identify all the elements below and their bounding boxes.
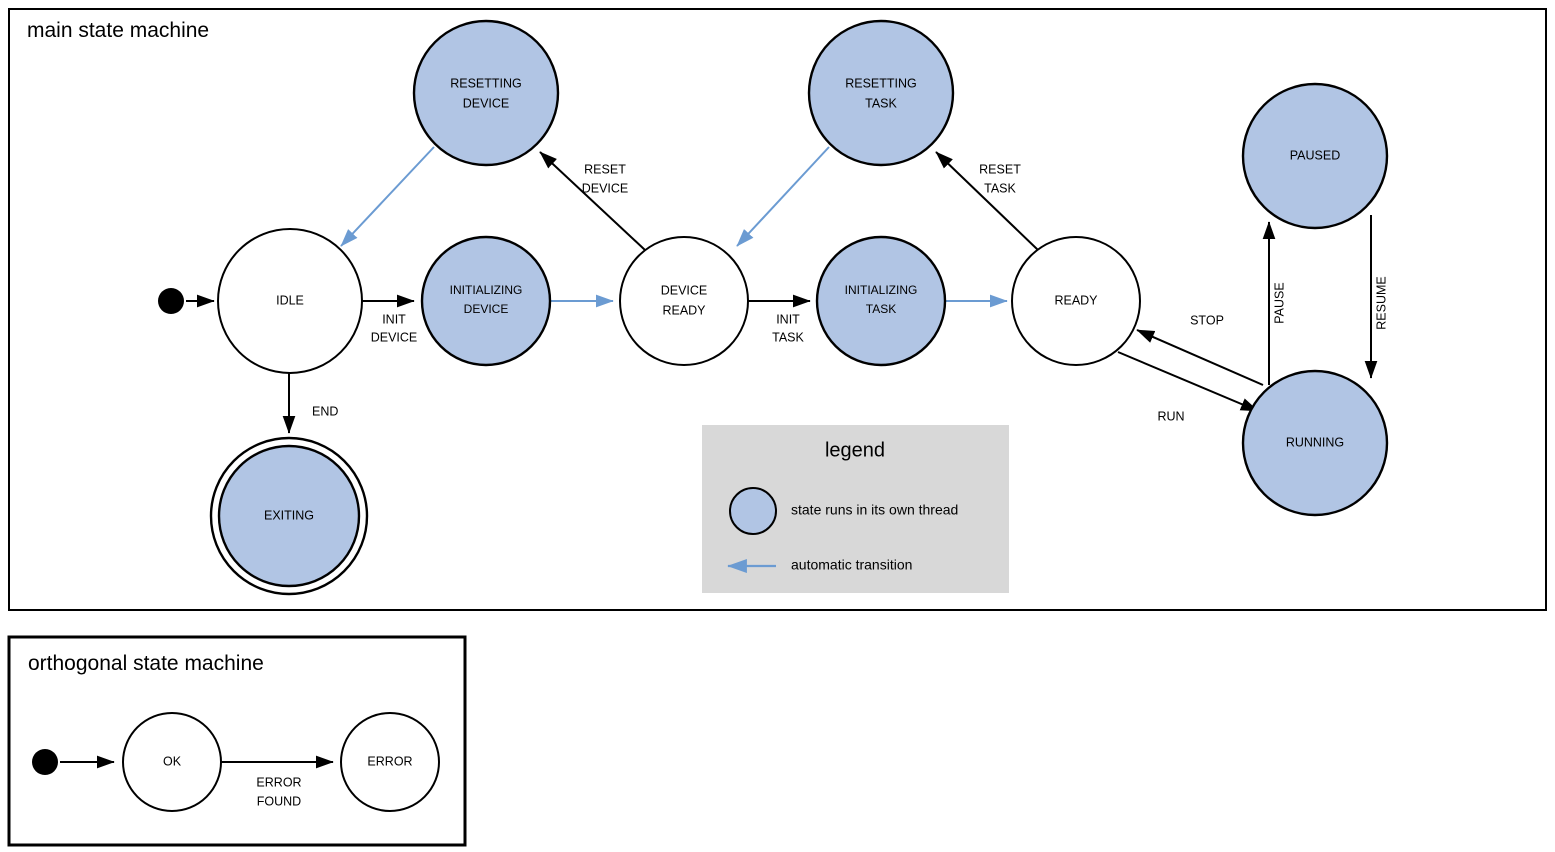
transition-device-ready-to-resetting-device xyxy=(539,151,646,251)
state-node-resetting-task[interactable]: RESETTING TASK xyxy=(807,19,955,167)
state-label-initializing-device-line2: DEVICE xyxy=(464,302,509,316)
state-label-initializing-task-line2: TASK xyxy=(866,302,896,316)
state-shape-error xyxy=(340,712,440,812)
transition-label-init-task-line2: TASK xyxy=(772,330,804,344)
state-node-error[interactable]: ERROR xyxy=(340,712,440,812)
state-node-initializing-task[interactable]: INITIALIZING TASK xyxy=(815,235,947,367)
state-shape-ok xyxy=(122,712,222,812)
state-node-device-ready[interactable]: DEVICE READY xyxy=(619,236,749,366)
state-node-ok[interactable]: OK xyxy=(122,712,222,812)
state-node-resetting-device[interactable]: RESETTING DEVICE xyxy=(412,19,560,167)
state-label-initializing-task-line1: INITIALIZING xyxy=(845,283,918,297)
state-label-ready: READY xyxy=(1054,293,1098,307)
state-label-device-ready-line1: DEVICE xyxy=(661,283,708,297)
state-label-initializing-device-line1: INITIALIZING xyxy=(450,283,523,297)
transition-label-reset-device-line1: RESET xyxy=(584,162,626,176)
main-state-machine-title: main state machine xyxy=(27,19,209,42)
transition-label-resume: RESUME xyxy=(1374,276,1388,329)
state-node-ready[interactable]: READY xyxy=(1011,236,1141,366)
legend-item-thread-state-text: state runs in its own thread xyxy=(791,502,958,518)
transition-resetting-task-to-device-ready xyxy=(736,146,830,247)
transition-label-reset-task-line1: RESET xyxy=(979,162,1021,176)
state-shape-resetting-device xyxy=(412,19,560,167)
state-label-device-ready-line2: READY xyxy=(662,303,706,317)
transition-label-stop: STOP xyxy=(1190,313,1224,327)
transition-label-init-device-line2: DEVICE xyxy=(371,330,418,344)
state-shape-paused xyxy=(1241,82,1389,230)
transition-label-error-found-line2: FOUND xyxy=(257,794,301,808)
state-shape-initializing-device xyxy=(420,235,552,367)
state-shape-idle xyxy=(217,228,363,374)
state-label-paused: PAUSED xyxy=(1290,148,1340,162)
state-shape-initializing-task xyxy=(815,235,947,367)
state-node-initializing-device[interactable]: INITIALIZING DEVICE xyxy=(420,235,552,367)
state-label-resetting-task-line1: RESETTING xyxy=(845,76,917,90)
initial-state-dot-main xyxy=(158,288,184,314)
state-label-idle: IDLE xyxy=(276,293,304,307)
state-node-paused[interactable]: PAUSED xyxy=(1241,82,1389,230)
transition-label-pause: PAUSE xyxy=(1272,282,1286,323)
orthogonal-state-machine-title: orthogonal state machine xyxy=(28,652,264,675)
transition-label-init-task-line1: INIT xyxy=(776,312,800,326)
state-shape-exiting xyxy=(217,444,361,588)
transition-label-end: END xyxy=(312,404,338,418)
state-node-exiting[interactable]: EXITING xyxy=(209,436,369,596)
transition-label-reset-device-line2: DEVICE xyxy=(582,181,629,195)
state-label-error: ERROR xyxy=(367,754,412,768)
state-label-resetting-device-line1: RESETTING xyxy=(450,76,522,90)
state-node-idle[interactable]: IDLE xyxy=(217,228,363,374)
legend-item-automatic-transition-text: automatic transition xyxy=(791,557,912,573)
transition-label-error-found-line1: ERROR xyxy=(256,775,301,789)
state-shape-running xyxy=(1241,369,1389,517)
transition-ready-to-resetting-task xyxy=(935,151,1039,251)
transition-label-init-device-line1: INIT xyxy=(382,312,406,326)
transition-resetting-device-to-idle xyxy=(340,146,435,247)
initial-state-dot-orthogonal xyxy=(32,749,58,775)
transition-label-run: RUN xyxy=(1157,409,1184,423)
transition-running-to-ready xyxy=(1136,329,1264,386)
state-label-running: RUNNING xyxy=(1286,435,1344,449)
legend-title: legend xyxy=(825,439,885,461)
legend-thread-state-circle-icon xyxy=(729,487,777,535)
state-node-running[interactable]: RUNNING xyxy=(1241,369,1389,517)
state-label-exiting: EXITING xyxy=(264,508,314,522)
state-shape-device-ready xyxy=(619,236,749,366)
state-label-resetting-device-line2: DEVICE xyxy=(463,96,510,110)
legend: legend state runs in its own thread auto… xyxy=(702,425,1009,593)
state-label-ok: OK xyxy=(163,754,182,768)
state-shape-resetting-task xyxy=(807,19,955,167)
state-shape-ready xyxy=(1011,236,1141,366)
transition-ready-to-running xyxy=(1117,351,1259,412)
transition-label-reset-task-line2: TASK xyxy=(984,181,1016,195)
state-label-resetting-task-line2: TASK xyxy=(865,96,897,110)
